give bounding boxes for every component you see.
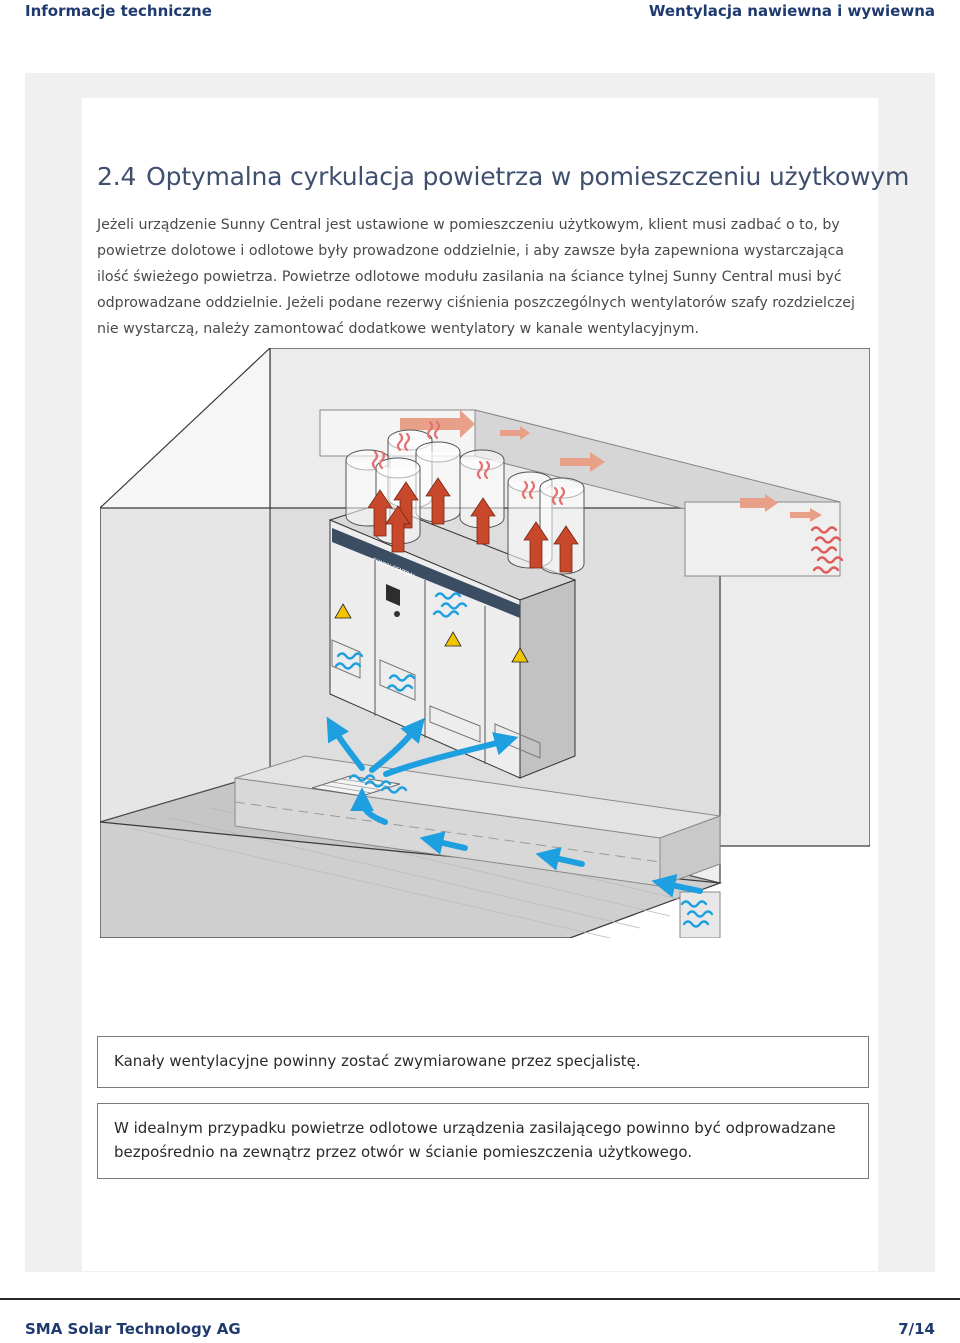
section-title: Optymalna cyrkulacja powietrza w pomiesz… bbox=[146, 162, 910, 191]
cold-air-arrows bbox=[326, 716, 703, 898]
ventilation-illustration: SUNNY CENTRAL bbox=[100, 348, 870, 938]
footer-page-number: 7/14 bbox=[898, 1320, 935, 1338]
section-number: 2.4 bbox=[97, 162, 137, 191]
note-duct-sizing: Kanały wentylacyjne powinny zostać zwymi… bbox=[97, 1036, 869, 1088]
footer-rule bbox=[0, 1298, 960, 1300]
section-heading: 2.4 Optymalna cyrkulacja powietrza w pomi… bbox=[97, 162, 919, 191]
header-section-label: Informacje techniczne bbox=[25, 2, 212, 20]
header-topic-label: Wentylacja nawiewna i wywiewna bbox=[648, 2, 935, 20]
inverter-cabinet: SUNNY CENTRAL bbox=[328, 503, 577, 779]
body-paragraph: Jeżeli urządzenie Sunny Central jest ust… bbox=[97, 217, 855, 337]
note-exhaust-outside: W idealnym przypadku powietrze odlotowe … bbox=[97, 1103, 869, 1179]
footer-company: SMA Solar Technology AG bbox=[25, 1320, 241, 1338]
